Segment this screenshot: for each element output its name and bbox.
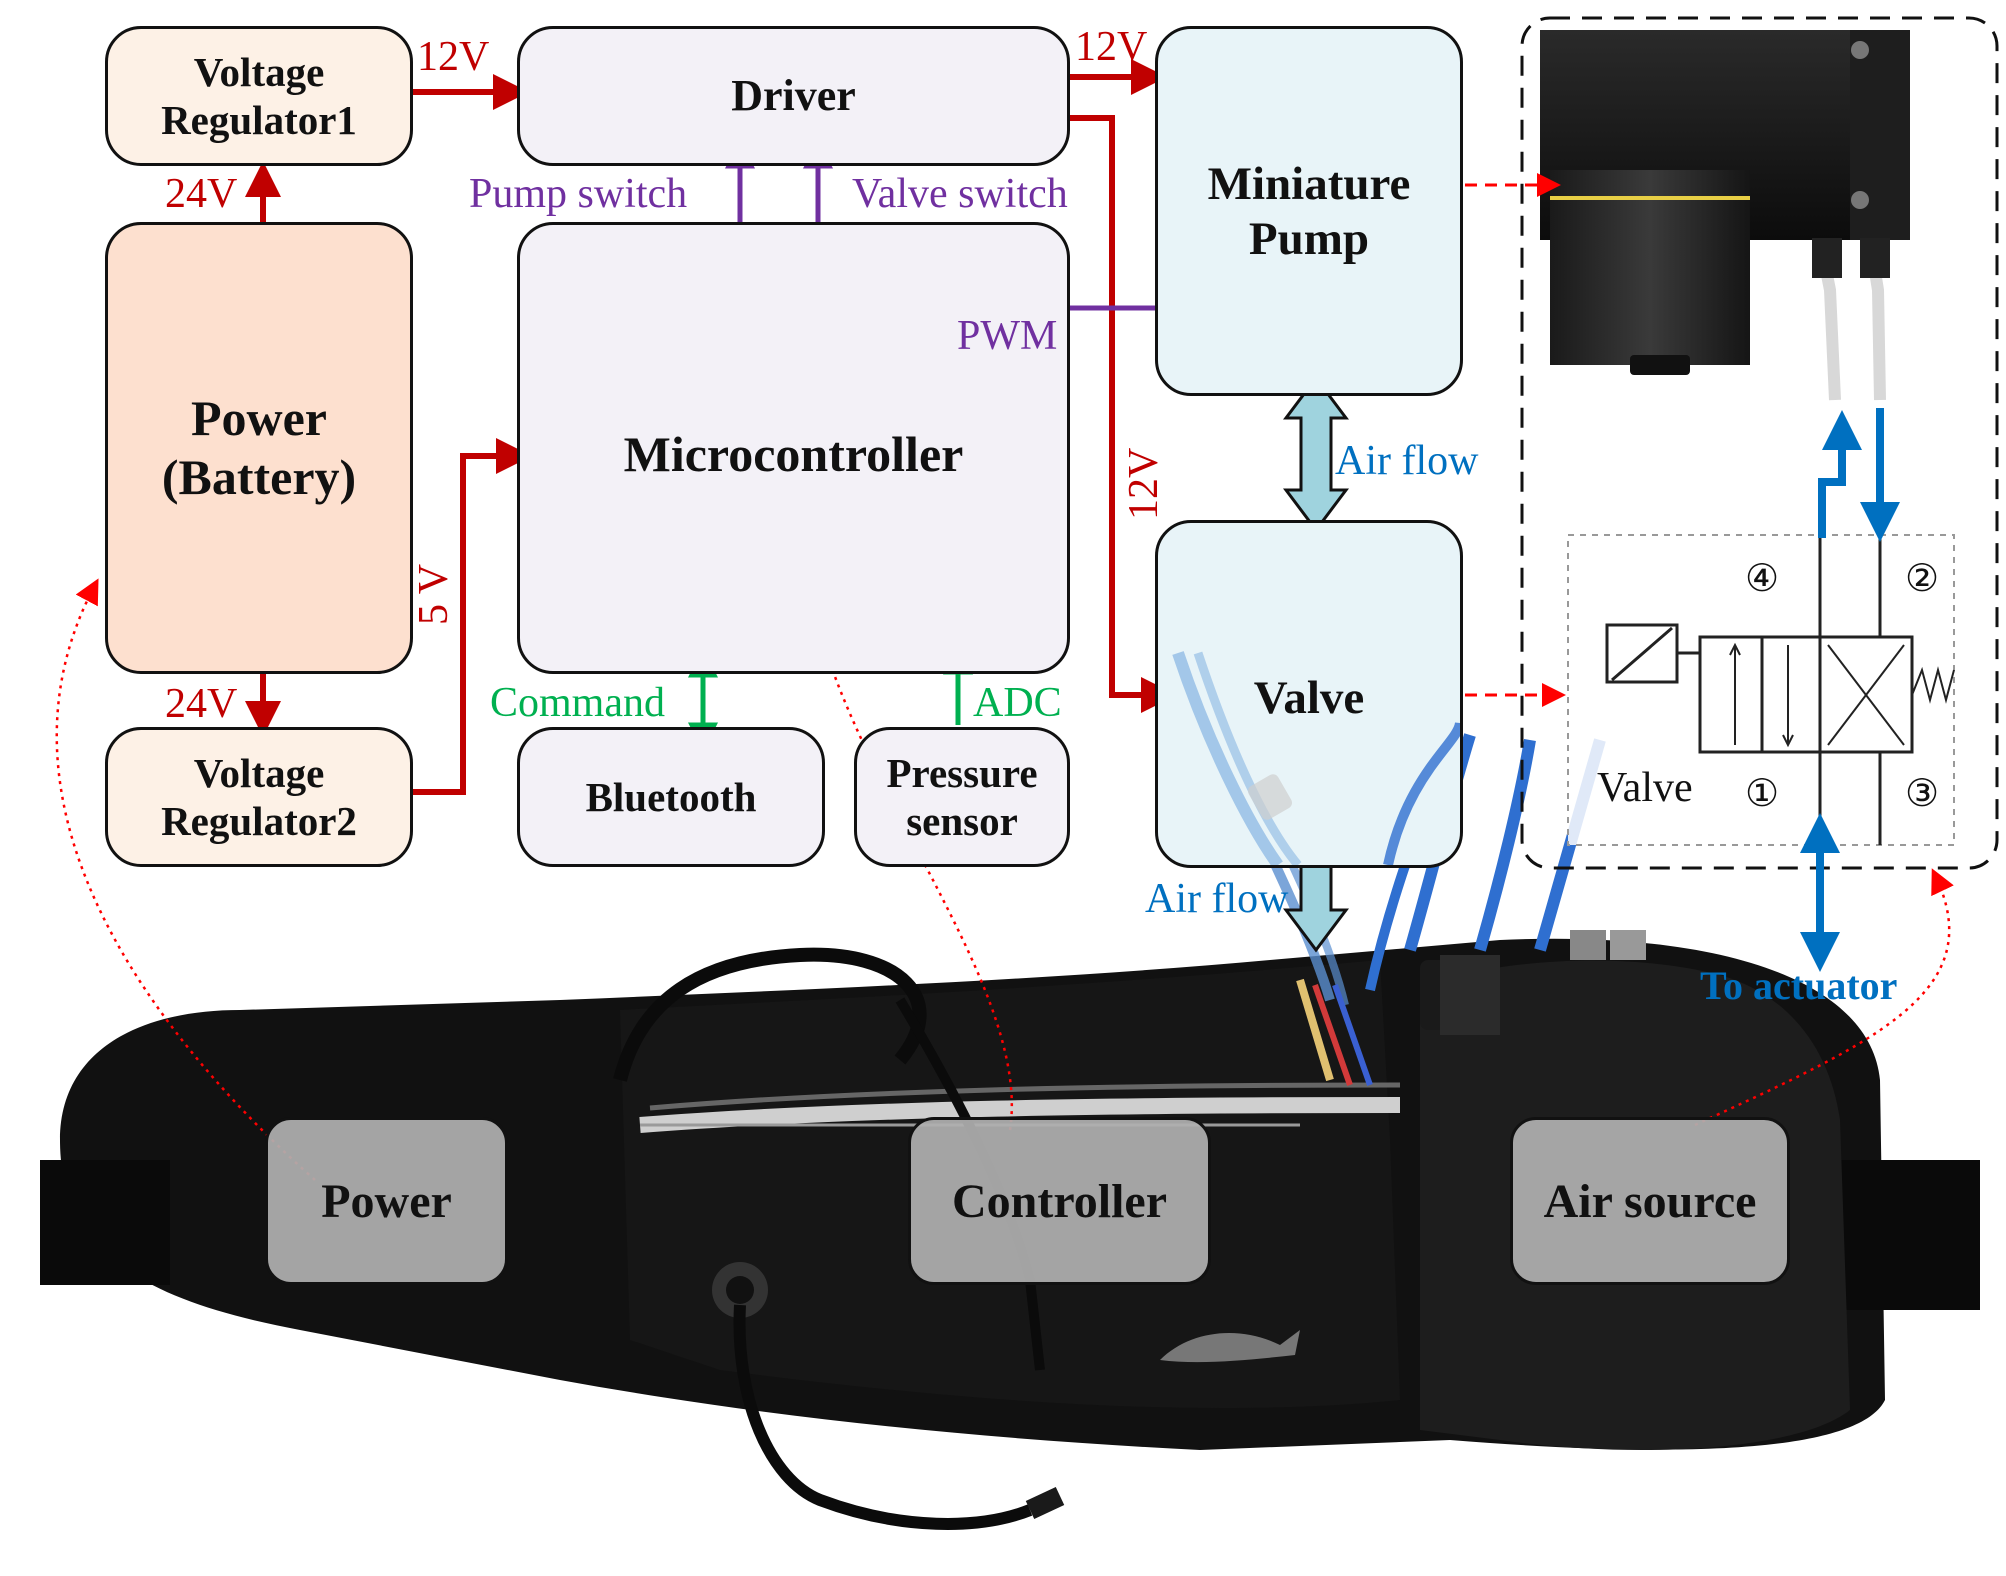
air-source-detail-frame <box>1520 16 1999 870</box>
bluetooth-label: Bluetooth <box>585 773 757 820</box>
to-actuator-label: To actuator <box>1700 963 1898 1008</box>
voltage-regulator-2-label-line2: Regulator2 <box>161 798 357 844</box>
power-label-line1: Power <box>190 390 328 446</box>
voltage-regulator-1-label-line1: Voltage <box>193 48 325 95</box>
pressure-sensor-label-line2: sensor <box>906 798 1018 844</box>
voltage-regulator-1-block: Voltage Regulator1 <box>105 26 413 166</box>
port-3-label: ③ <box>1905 773 1940 815</box>
bluetooth-block: Bluetooth <box>517 727 825 867</box>
photo-tag-power: Power <box>265 1117 508 1285</box>
power-label-line2: (Battery) <box>161 449 357 505</box>
pwm-label: PWM <box>957 313 1058 359</box>
voltage-regulator-2-block: Voltage Regulator2 <box>105 727 413 867</box>
command-label: Command <box>490 680 665 726</box>
pump-label-line1: Miniature <box>1207 158 1411 210</box>
voltage-label-5v: 5 V <box>411 563 457 625</box>
photo-tag-controller: Controller <box>908 1117 1211 1285</box>
pressure-sensor-block: Pressure sensor <box>854 727 1070 867</box>
photo-tag-air-source: Air source <box>1510 1117 1790 1285</box>
pump-label-line2: Pump <box>1248 213 1370 266</box>
valve-block: Valve <box>1155 520 1463 868</box>
port-2-label: ② <box>1905 558 1940 600</box>
photo-tag-power-label: Power <box>321 1174 452 1228</box>
adc-label: ADC <box>973 680 1062 726</box>
photo-tag-air-source-label: Air source <box>1543 1174 1757 1228</box>
voltage-label-24v-lower: 24V <box>165 681 238 727</box>
valve-label: Valve <box>1253 672 1365 724</box>
voltage-label-12v-valve: 12V <box>1121 447 1167 520</box>
pressure-sensor-label-line1: Pressure <box>886 749 1038 796</box>
correspondence-links <box>55 578 1954 1181</box>
voltage-label-24v-upper: 24V <box>165 171 238 217</box>
driver-block: Driver <box>517 26 1070 166</box>
voltage-regulator-2-label-line1: Voltage <box>193 749 325 796</box>
actuator-flow <box>1800 408 1900 972</box>
air-flow-label-lower: Air flow <box>1145 876 1289 922</box>
pump-switch-label: Pump switch <box>469 171 688 217</box>
valve-schematic <box>1567 534 1955 846</box>
waist-belt-photo <box>40 643 1980 1530</box>
voltage-label-12v-pump: 12V <box>1075 24 1148 70</box>
air-flow-label-upper: Air flow <box>1335 438 1479 484</box>
microcontroller-label: Microcontroller <box>623 426 964 482</box>
voltage-label-12v-driver: 12V <box>417 34 490 80</box>
valve-tubing-photo <box>1172 651 1460 865</box>
port-1-label: ① <box>1745 773 1780 815</box>
pump-photo <box>1540 30 1910 401</box>
valve-switch-label: Valve switch <box>852 171 1068 217</box>
power-lines <box>245 59 1177 795</box>
driver-label: Driver <box>731 71 856 121</box>
miniature-pump-block: Miniature Pump <box>1155 26 1463 396</box>
power-battery-block: Power (Battery) <box>105 222 413 674</box>
voltage-regulator-1-label-line2: Regulator1 <box>161 97 357 143</box>
valve-schematic-label: Valve <box>1597 765 1693 811</box>
microcontroller-block: Microcontroller <box>517 222 1070 674</box>
photo-tag-controller-label: Controller <box>951 1174 1168 1228</box>
port-4-label: ④ <box>1745 558 1780 600</box>
